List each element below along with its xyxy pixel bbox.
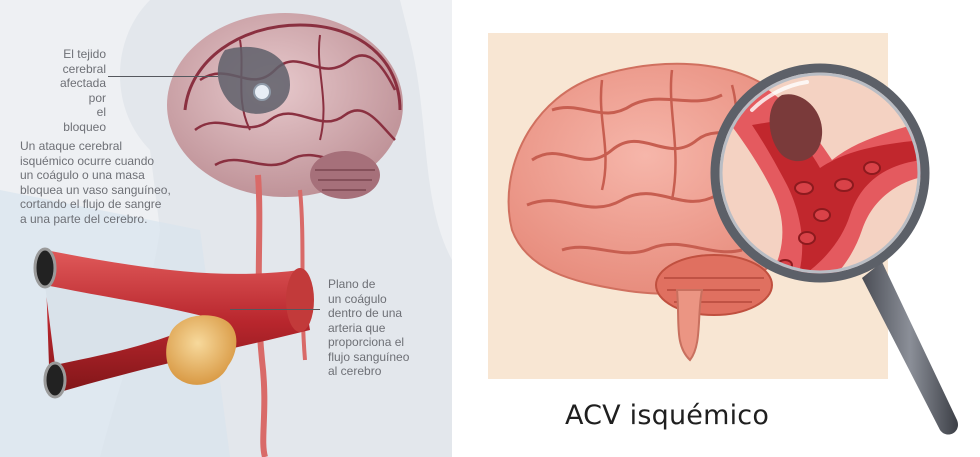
affected-tissue-callout-line bbox=[108, 76, 218, 77]
label-line: afectada por bbox=[54, 76, 106, 105]
label-line: cortando el flujo de sangre bbox=[20, 197, 195, 212]
label-line: flujo sanguíneo bbox=[328, 350, 443, 365]
label-line: cerebral bbox=[54, 62, 106, 77]
illustration-title: ACV isquémico bbox=[452, 400, 882, 431]
label-line: Plano de bbox=[328, 277, 443, 292]
label-line: un coágulo o una masa bbox=[20, 168, 195, 183]
medical-illustration-panel: El tejido cerebral afectada por el bloqu… bbox=[0, 0, 452, 457]
label-line: Un ataque cerebral bbox=[20, 139, 195, 154]
ischemic-description-label: Un ataque cerebral isquémico ocurre cuan… bbox=[20, 139, 195, 226]
label-line: bloquea un vaso sanguíneo, bbox=[20, 183, 195, 198]
label-line: a una parte del cerebro. bbox=[20, 212, 195, 227]
clot-callout-line bbox=[230, 309, 320, 310]
clot-plane-label: Plano de un coágulo dentro de una arteri… bbox=[328, 277, 443, 379]
label-line: el bloqueo bbox=[54, 105, 106, 134]
label-line: proporciona el bbox=[328, 335, 443, 350]
label-line: al cerebro bbox=[328, 364, 443, 379]
label-line: un coágulo bbox=[328, 292, 443, 307]
label-line: isquémico ocurre cuando bbox=[20, 154, 195, 169]
label-line: dentro de una bbox=[328, 306, 443, 321]
label-line: arteria que bbox=[328, 321, 443, 336]
brain-magnifier-illustration bbox=[452, 0, 980, 457]
affected-tissue-label: El tejido cerebral afectada por el bloqu… bbox=[54, 47, 106, 134]
label-line: El tejido bbox=[54, 47, 106, 62]
cartoon-illustration-panel: ACV isquémico bbox=[452, 0, 980, 457]
